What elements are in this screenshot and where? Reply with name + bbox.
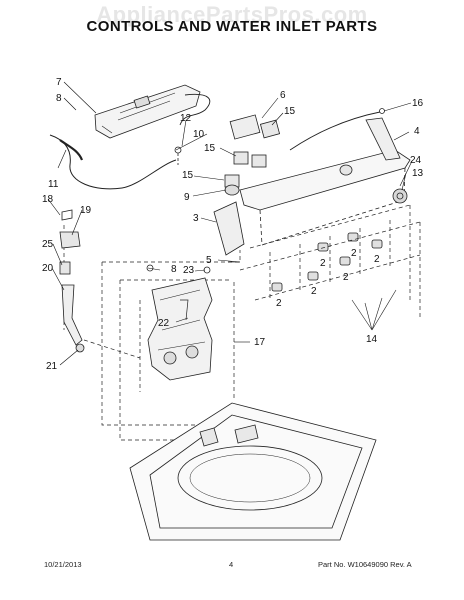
callout-6: 6 (280, 90, 286, 101)
control-panel-rear-cover (94, 84, 201, 139)
callout-15a: 15 (284, 106, 296, 117)
knob-9 (224, 184, 240, 196)
callout-2d: 2 (374, 254, 380, 265)
callout-15c: 15 (182, 170, 194, 181)
footer-page-number: 4 (229, 560, 234, 569)
diagram-title: CONTROLS AND WATER INLET PARTS (86, 18, 378, 35)
callout-8b: 8 (171, 264, 177, 275)
hose-washer-18 (61, 209, 73, 221)
wire-16 (289, 111, 381, 151)
inlet-fitting-19 (59, 231, 81, 249)
callout-10: 10 (193, 129, 205, 140)
wire-harness (179, 93, 211, 126)
callout-2a: 2 (276, 298, 282, 309)
button-2c (339, 256, 351, 266)
footer-date: 10/21/2013 (44, 560, 82, 569)
callout-13: 13 (412, 168, 424, 179)
washer-top-cabinet (129, 402, 377, 541)
button-2b (307, 271, 319, 281)
callout-24: 24 (410, 155, 422, 166)
knob-13 (392, 188, 408, 204)
callout-2b: 2 (311, 286, 317, 297)
button-2a (271, 282, 283, 292)
timer-switch (229, 114, 261, 140)
callout-leaders (47, 81, 413, 366)
tub-opening (177, 445, 323, 511)
callout-5: 5 (206, 255, 212, 266)
callout-2f: 2 (351, 248, 357, 259)
callout-9: 9 (184, 192, 190, 203)
button-2f (347, 232, 359, 242)
callout-22: 22 (158, 318, 170, 329)
callout-8a: 8 (56, 93, 62, 104)
callout-20: 20 (42, 263, 54, 274)
callout-3: 3 (193, 213, 199, 224)
watermark-text: AppliancePartsPros.com (96, 2, 368, 27)
callout-15b: 15 (204, 143, 216, 154)
display-knob (339, 164, 353, 176)
callout-12: 12 (180, 113, 192, 124)
callout-4: 4 (414, 126, 420, 137)
callout-23: 23 (183, 265, 195, 276)
button-2e (317, 242, 329, 252)
callout-25: 25 (42, 239, 54, 250)
footer-part-number: Part No. W10649090 Rev. A (318, 560, 412, 569)
power-cord (49, 134, 177, 190)
callout-17: 17 (254, 337, 266, 348)
callout-16: 16 (412, 98, 424, 109)
switch-15b (233, 151, 249, 165)
callout-7: 7 (56, 77, 62, 88)
water-inlet-valve-assembly (147, 277, 213, 381)
callout-14: 14 (366, 334, 378, 345)
callout-18: 18 (42, 194, 54, 205)
callout-2c: 2 (343, 272, 349, 283)
end-cap-4 (365, 117, 401, 161)
inlet-hose-20 (61, 284, 83, 346)
callout-2e: 2 (320, 258, 326, 269)
screw-8b (146, 264, 154, 272)
callout-21: 21 (46, 361, 58, 372)
callout-19: 19 (80, 205, 92, 216)
switch-15a (259, 119, 281, 139)
callout-11: 11 (48, 179, 59, 190)
console-end-cap (213, 201, 245, 256)
fitting-25 (59, 261, 71, 275)
button-2d (371, 239, 383, 249)
